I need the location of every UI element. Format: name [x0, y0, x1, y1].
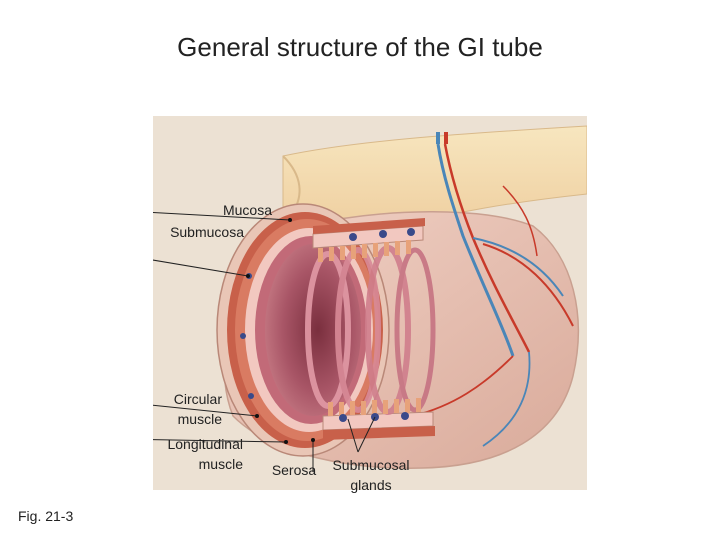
- artery-2: [482, 243, 574, 327]
- villi-top: [318, 240, 411, 262]
- lumen: [265, 244, 361, 416]
- cut-wall-top-muscle: [313, 218, 425, 234]
- villi-bottom: [328, 398, 421, 416]
- vein-1: [436, 143, 515, 357]
- gi-tube-drawing: [153, 125, 587, 472]
- gi-tube-illustration: [153, 116, 587, 490]
- vein-2: [472, 237, 564, 297]
- slide-title: General structure of the GI tube: [177, 32, 543, 62]
- figure-reference: Fig. 21-3: [18, 508, 74, 524]
- leader-lines: [153, 211, 376, 472]
- leader-dots: [246, 218, 315, 444]
- vein-3: [482, 351, 531, 447]
- artery-4: [502, 185, 538, 257]
